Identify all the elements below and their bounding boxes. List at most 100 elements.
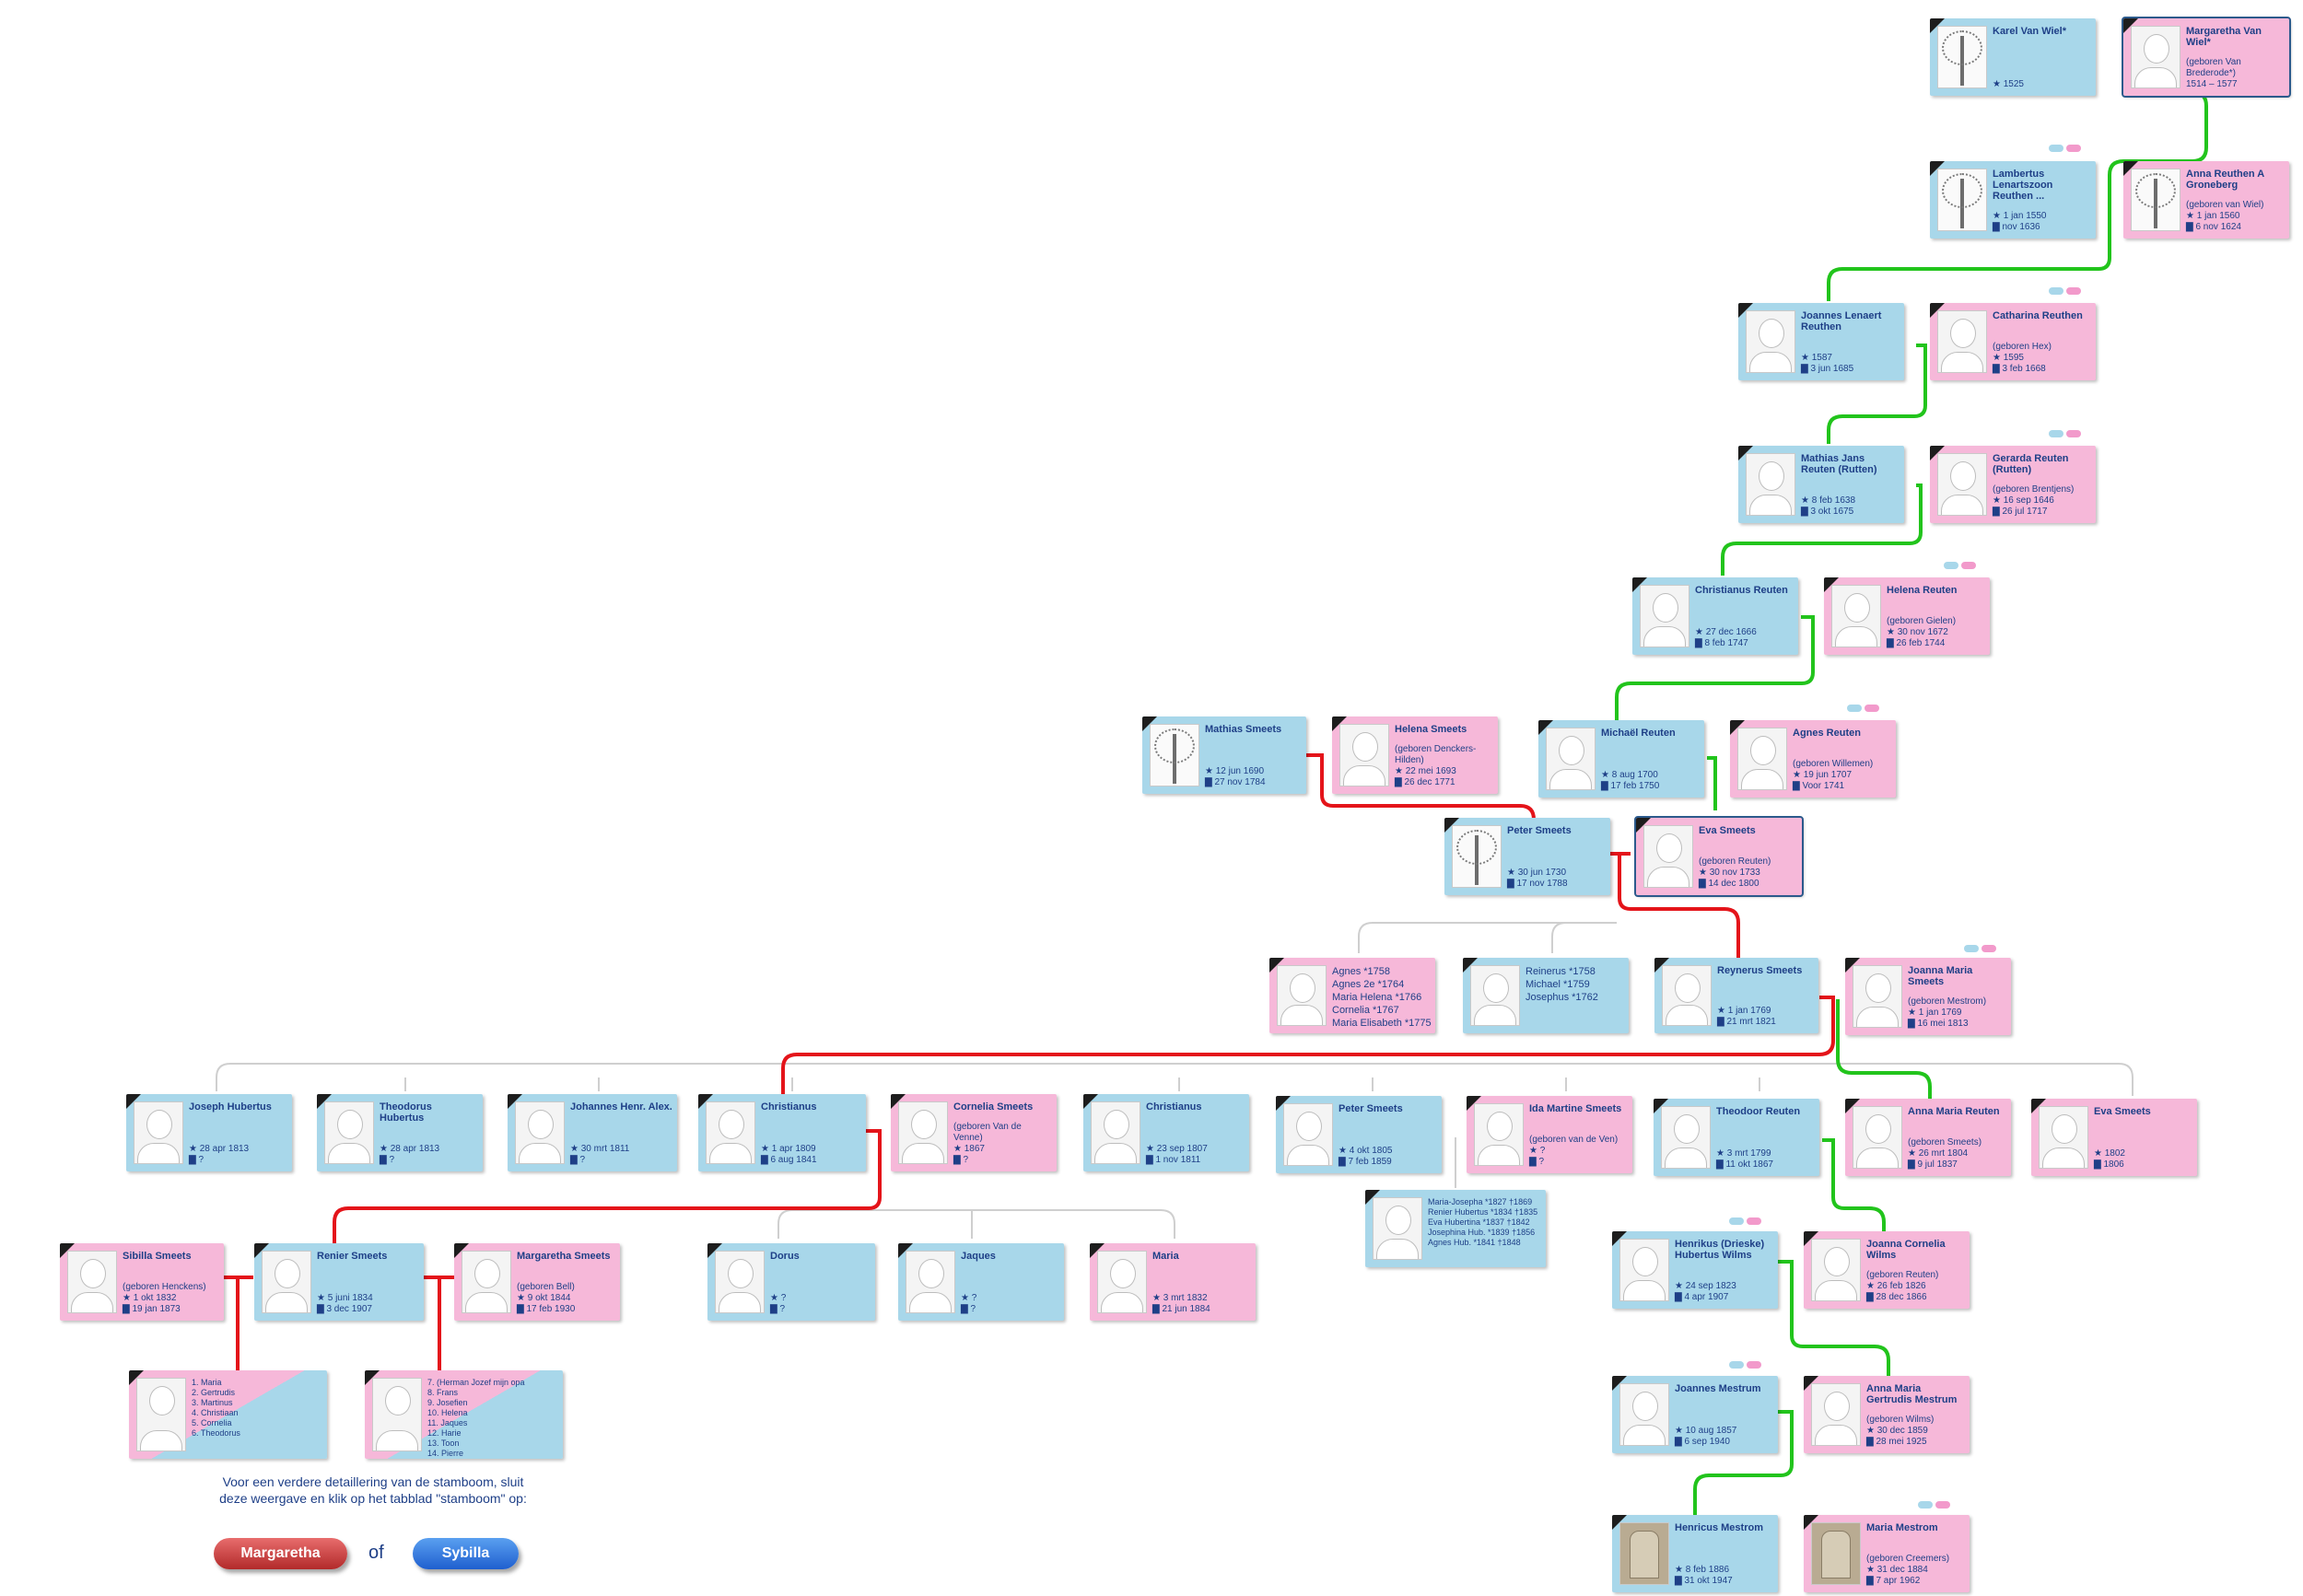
person-name: Jaques bbox=[961, 1251, 996, 1262]
person-card[interactable]: Maria ★ 3 mrt 1832 ▇ 21 jun 1884 bbox=[1090, 1243, 1256, 1321]
person-card[interactable]: Joanna Maria Smeets (geboren Mestrom) ★ … bbox=[1845, 958, 2011, 1035]
silhouette-icon bbox=[1091, 1101, 1140, 1164]
person-dates: (geboren Bell) ★ 9 okt 1844 ▇ 17 feb 193… bbox=[517, 1282, 576, 1314]
person-card[interactable]: Cornelia Smeets (geboren Van de Venne) ★… bbox=[891, 1094, 1057, 1171]
link-tag-icon[interactable] bbox=[2049, 145, 2063, 152]
person-card[interactable]: Gerarda Reuten (Rutten) (geboren Brentje… bbox=[1930, 446, 2096, 523]
person-card[interactable]: Karel Van Wiel* ★ 1525 bbox=[1930, 18, 2096, 96]
link-tag-icon[interactable] bbox=[1982, 945, 1996, 952]
person-card[interactable]: Henricus Mestrom ★ 8 feb 1886 ▇ 31 okt 1… bbox=[1612, 1515, 1778, 1592]
sybilla-button[interactable]: Sybilla bbox=[413, 1538, 519, 1569]
person-card[interactable]: Ida Martine Smeets (geboren van de Ven) … bbox=[1467, 1096, 1632, 1173]
children-card[interactable]: Maria-Josepha *1827 †1869 Renier Hubertu… bbox=[1365, 1190, 1546, 1267]
person-card[interactable]: Peter Smeets ★ 4 okt 1805 ▇ 7 feb 1859 bbox=[1276, 1096, 1442, 1173]
person-dates: ★ 8 aug 1700 ▇ 17 feb 1750 bbox=[1601, 770, 1660, 791]
silhouette-icon bbox=[898, 1101, 948, 1164]
link-tag-icon[interactable] bbox=[1961, 562, 1976, 569]
silhouette-icon bbox=[1619, 1383, 1669, 1446]
person-card[interactable]: Michaël Reuten ★ 8 aug 1700 ▇ 17 feb 175… bbox=[1538, 720, 1704, 798]
link-tag-icon[interactable] bbox=[1865, 705, 1879, 712]
person-name: Lambertus Lenartszoon Reuthen ... bbox=[1993, 169, 2053, 202]
person-card[interactable]: Anna Reuthen A Groneberg (geboren van Wi… bbox=[2123, 161, 2289, 239]
link-tag-icon[interactable] bbox=[1964, 945, 1979, 952]
person-card[interactable]: Dorus ★ ? ▇ ? bbox=[707, 1243, 875, 1321]
person-name: Joseph Hubertus bbox=[189, 1101, 272, 1113]
person-dates: ★ 23 sep 1807 ▇ 1 nov 1811 bbox=[1146, 1144, 1208, 1165]
link-tag-icon[interactable] bbox=[1729, 1217, 1744, 1225]
person-card[interactable]: Christianus ★ 1 apr 1809 ▇ 6 aug 1841 bbox=[698, 1094, 866, 1171]
margaretha-button[interactable]: Margaretha bbox=[214, 1538, 347, 1569]
person-card[interactable]: Margaretha Van Wiel* (geboren Van Breder… bbox=[2122, 17, 2291, 98]
tree-photo-icon bbox=[1937, 26, 1987, 88]
person-dates: ★ 1525 bbox=[1993, 79, 2024, 89]
person-card[interactable]: Sibilla Smeets (geboren Henckens) ★ 1 ok… bbox=[60, 1243, 224, 1321]
person-name: Eva Smeets bbox=[1699, 825, 1756, 836]
link-tag-icon[interactable] bbox=[1729, 1361, 1744, 1369]
person-card[interactable]: Eva Smeets (geboren Reuten) ★ 30 nov 173… bbox=[1634, 816, 1804, 897]
person-card[interactable]: Lambertus Lenartszoon Reuthen ... ★ 1 ja… bbox=[1930, 161, 2096, 239]
silhouette-icon bbox=[715, 1251, 765, 1313]
children-list: 1. Maria 2. Gertrudis 3. Martinus 4. Chr… bbox=[192, 1378, 240, 1438]
link-tag-icon[interactable] bbox=[2066, 145, 2081, 152]
person-card[interactable]: Henrikus (Drieske) Hubertus Wilms ★ 24 s… bbox=[1612, 1231, 1778, 1309]
tree-photo-icon bbox=[1150, 724, 1199, 786]
person-card[interactable]: Theodorus Hubertus ★ 28 apr 1813 ▇ ? bbox=[317, 1094, 483, 1171]
person-card[interactable]: Helena Reuten (geboren Gielen) ★ 30 nov … bbox=[1824, 577, 1990, 655]
person-card[interactable]: Theodoor Reuten ★ 3 mrt 1799 ▇ 11 okt 18… bbox=[1654, 1099, 1819, 1176]
silhouette-icon bbox=[1737, 728, 1787, 790]
person-card[interactable]: Maria Mestrom (geboren Creemers) ★ 31 de… bbox=[1804, 1515, 1970, 1592]
person-dates: ★ 30 mrt 1811 ▇ ? bbox=[570, 1144, 630, 1165]
person-card[interactable]: Margaretha Smeets (geboren Bell) ★ 9 okt… bbox=[454, 1243, 620, 1321]
person-dates: (geboren Van de Venne) ★ 1867 ▇ ? bbox=[953, 1122, 1022, 1165]
person-card[interactable]: Johannes Henr. Alex. ★ 30 mrt 1811 ▇ ? bbox=[508, 1094, 677, 1171]
silhouette-icon bbox=[906, 1251, 955, 1313]
person-dates: ★ 30 jun 1730 ▇ 17 nov 1788 bbox=[1507, 868, 1568, 889]
link-tag-icon[interactable] bbox=[2066, 430, 2081, 437]
person-name: Catharina Reuthen bbox=[1993, 310, 2083, 321]
person-card[interactable]: Peter Smeets ★ 30 jun 1730 ▇ 17 nov 1788 bbox=[1444, 818, 1610, 895]
person-dates: ★ 12 jun 1690 ▇ 27 nov 1784 bbox=[1205, 766, 1266, 787]
link-tag-icon[interactable] bbox=[2049, 287, 2063, 295]
person-card[interactable]: Reynerus Smeets ★ 1 jan 1769 ▇ 21 mrt 18… bbox=[1654, 958, 1818, 1033]
link-tag-icon[interactable] bbox=[2066, 287, 2081, 295]
person-card[interactable]: Renier Smeets ★ 5 juni 1834 ▇ 3 dec 1907 bbox=[254, 1243, 424, 1321]
link-tag-icon[interactable] bbox=[1747, 1217, 1761, 1225]
person-card[interactable]: Joseph Hubertus ★ 28 apr 1813 ▇ ? bbox=[126, 1094, 292, 1171]
person-card[interactable]: Joanna Cornelia Wilms (geboren Reuten) ★… bbox=[1804, 1231, 1970, 1309]
person-card[interactable]: Anna Maria Reuten (geboren Smeets) ★ 26 … bbox=[1845, 1099, 2011, 1176]
person-name: Helena Smeets bbox=[1395, 724, 1467, 735]
person-card[interactable]: Christianus ★ 23 sep 1807 ▇ 1 nov 1811 bbox=[1083, 1094, 1249, 1171]
link-tag-icon[interactable] bbox=[1935, 1501, 1950, 1509]
children-card[interactable]: Reinerus *1758 Michael *1759 Josephus *1… bbox=[1463, 958, 1629, 1033]
person-card[interactable]: Mathias Jans Reuten (Rutten) ★ 8 feb 163… bbox=[1738, 446, 1904, 523]
link-tag-icon[interactable] bbox=[1747, 1361, 1761, 1369]
silhouette-icon bbox=[1662, 965, 1712, 1026]
children-card[interactable]: Agnes *1758 Agnes 2e *1764 Maria Helena … bbox=[1269, 958, 1435, 1033]
children-card[interactable]: 7. (Herman Jozef mijn opa 8. Frans 9. Jo… bbox=[365, 1370, 563, 1459]
children-list: Agnes *1758 Agnes 2e *1764 Maria Helena … bbox=[1332, 966, 1432, 1029]
person-name: Mathias Jans Reuten (Rutten) bbox=[1801, 453, 1877, 475]
link-tag-icon[interactable] bbox=[1847, 705, 1862, 712]
person-card[interactable]: Jaques ★ ? ▇ ? bbox=[898, 1243, 1064, 1321]
person-card[interactable]: Anna Maria Gertrudis Mestrum (geboren Wi… bbox=[1804, 1376, 1970, 1453]
person-card[interactable]: Catharina Reuthen (geboren Hex) ★ 1595 ▇… bbox=[1930, 303, 2096, 380]
person-card[interactable]: Agnes Reuten (geboren Willemen) ★ 19 jun… bbox=[1730, 720, 1896, 798]
person-name: Anna Reuthen A Groneberg bbox=[2186, 169, 2264, 191]
tree-photo-icon bbox=[1452, 825, 1502, 888]
link-tag-icon[interactable] bbox=[2049, 430, 2063, 437]
person-card[interactable]: Christianus Reuten ★ 27 dec 1666 ▇ 8 feb… bbox=[1632, 577, 1798, 655]
person-card[interactable]: Eva Smeets ★ 1802 ▇ 1806 bbox=[2031, 1099, 2197, 1176]
person-card[interactable]: Joannes Mestrum ★ 10 aug 1857 ▇ 6 sep 19… bbox=[1612, 1376, 1778, 1453]
link-tag-icon[interactable] bbox=[1918, 1501, 1933, 1509]
person-name: Karel Van Wiel* bbox=[1993, 26, 2066, 37]
person-card[interactable]: Mathias Smeets ★ 12 jun 1690 ▇ 27 nov 17… bbox=[1142, 716, 1306, 794]
person-card[interactable]: Joannes Lenaert Reuthen ★ 1587 ▇ 3 jun 1… bbox=[1738, 303, 1904, 380]
link-tag-icon[interactable] bbox=[1944, 562, 1958, 569]
silhouette-icon bbox=[262, 1251, 311, 1313]
person-card[interactable]: Helena Smeets (geboren Denckers-Hilden) … bbox=[1332, 716, 1498, 794]
children-card[interactable]: 1. Maria 2. Gertrudis 3. Martinus 4. Chr… bbox=[129, 1370, 327, 1459]
silhouette-icon bbox=[1283, 1103, 1333, 1166]
person-dates: (geboren Willemen) ★ 19 jun 1707 ▇ Voor … bbox=[1793, 759, 1874, 791]
person-dates: ★ 3 mrt 1799 ▇ 11 okt 1867 bbox=[1716, 1148, 1773, 1170]
